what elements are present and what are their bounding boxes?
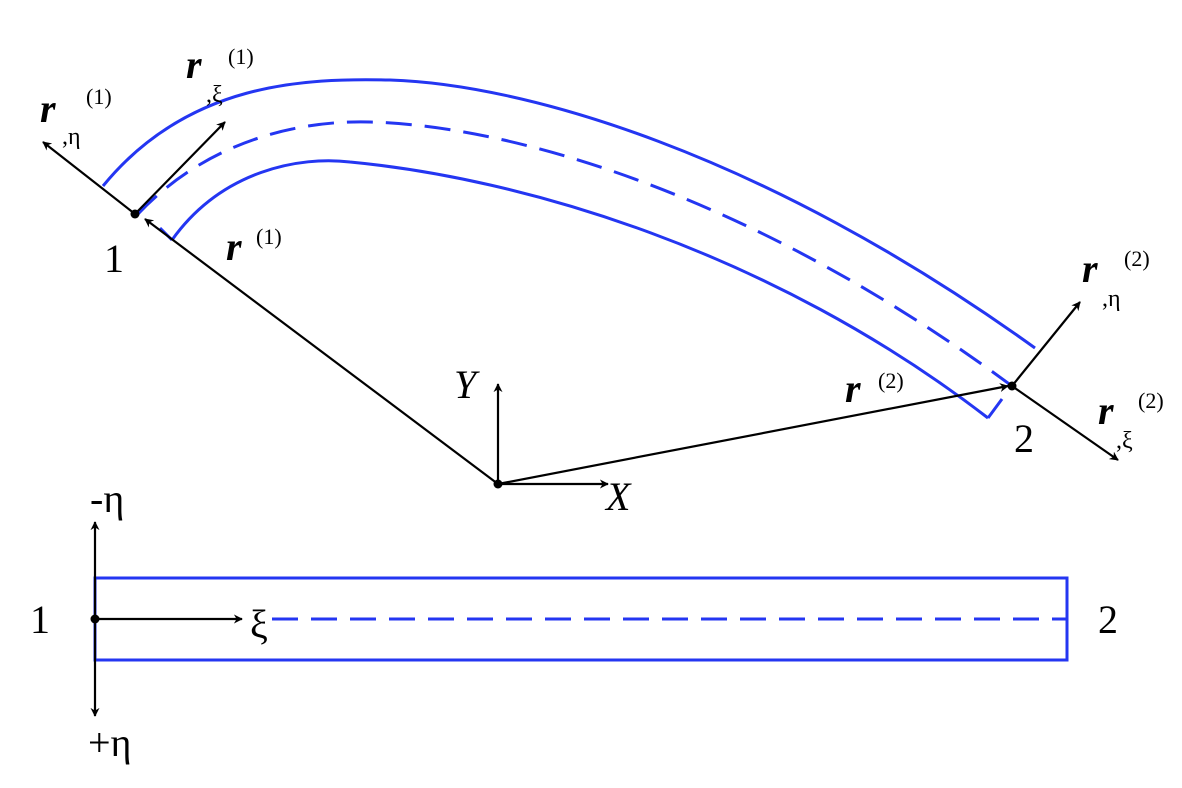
tangent-eta-1-arrow	[42, 141, 136, 215]
global-origin-point	[493, 479, 503, 489]
tangent-eta-2-label: r ,η (2)	[1082, 246, 1150, 312]
straight-node-2-label: 2	[1098, 597, 1118, 642]
tangent-eta-2-arrow	[1011, 301, 1081, 387]
curved-beam-vectors	[42, 121, 1119, 489]
node-2-point	[1007, 381, 1017, 391]
straight-node-1-label: 1	[30, 597, 50, 642]
curved-beam-outer-edge	[101, 78, 1036, 350]
node-2-label: 2	[1014, 416, 1034, 461]
global-x-axis-label: X	[604, 474, 632, 519]
node-1-point	[130, 209, 140, 219]
position-vector-2-label: r (2)	[845, 366, 904, 411]
position-vector-1-arrow	[144, 218, 499, 485]
global-y-axis-label: Y	[454, 362, 480, 407]
tangent-xi-2-label: r ,ξ (2)	[1098, 388, 1164, 454]
node-1-label: 1	[104, 236, 124, 281]
curved-beam-end-2	[986, 398, 1004, 419]
xi-axis-label: ξ	[250, 602, 268, 647]
eta-minus-axis-label: -η	[90, 476, 124, 521]
position-vector-2-arrow	[497, 383, 1009, 486]
straight-origin-point	[90, 614, 100, 624]
tangent-xi-1-arrow	[134, 121, 226, 215]
position-vector-1-label: r (1)	[226, 224, 282, 269]
curved-beam-inner-edge	[170, 159, 989, 420]
tangent-xi-2-arrow	[1011, 385, 1119, 461]
straight-beam-axes	[90, 521, 243, 717]
tangent-eta-1-label: r ,η (1)	[40, 84, 112, 150]
curved-beam-centerline	[136, 120, 1013, 388]
eta-plus-axis-label: +η	[88, 720, 131, 765]
tangent-xi-1-label: r ,ξ (1)	[186, 42, 254, 108]
